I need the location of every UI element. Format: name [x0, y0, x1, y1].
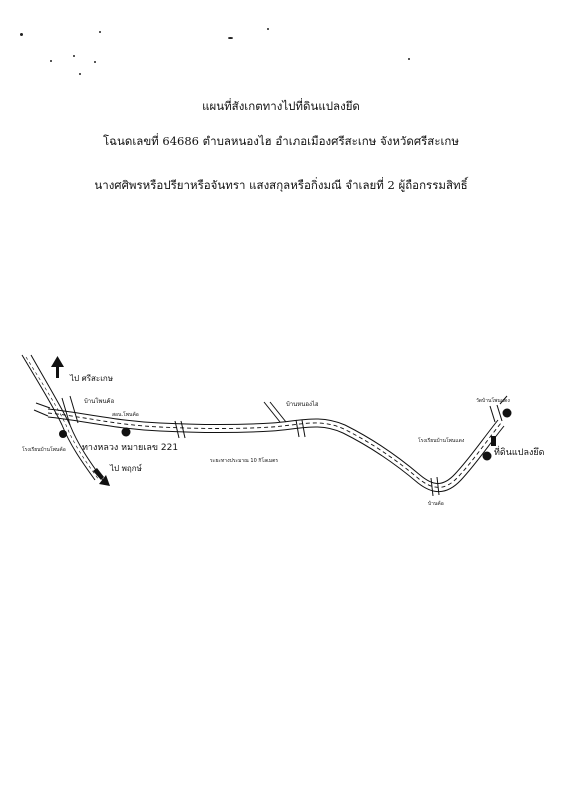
label-ban-kho: บ้านค้อ — [428, 501, 444, 507]
scan-speck — [228, 37, 233, 39]
label-distance: ระยะทางประมาณ 10 กิโลเมตร — [210, 458, 279, 464]
label-to-phrue: ไป พฤกษ์ — [110, 464, 142, 473]
right-landmark-icon — [482, 451, 492, 461]
scan-speck — [99, 31, 101, 33]
scan-speck — [94, 61, 96, 63]
scan-speck — [73, 55, 75, 57]
arrow-up-icon — [51, 356, 64, 378]
owner-info-line: นางศศิพรหรือปรียาหรือจันทรา แสงสกุลหรือก… — [94, 178, 468, 192]
scan-speck — [20, 33, 23, 36]
label-health-station: สอน.โพนค้อ — [112, 412, 139, 418]
label-seized-land: ที่ดินแปลงยึด — [494, 448, 545, 458]
school-landmark-icon — [59, 430, 67, 438]
seized-plot-icon — [491, 436, 496, 446]
label-school-right: โรงเรียนบ้านโพนแดง — [418, 438, 465, 444]
label-ban-phon-kho: บ้านโพนค้อ — [84, 398, 115, 405]
label-school-left: โรงเรียนบ้านโพนค้อ — [22, 447, 66, 453]
scan-speck — [79, 73, 81, 75]
label-temple: วัดบ้านโพนแดง — [476, 398, 510, 404]
health-station-landmark-icon — [121, 427, 131, 437]
arrow-down-right-icon — [93, 468, 110, 486]
scan-speck — [50, 60, 52, 62]
temple-landmark-icon — [502, 408, 512, 418]
deed-info-line: โฉนดเลขที่ 64686 ตำบลหนองไฮ อำเภอเมืองศร… — [103, 134, 459, 148]
label-to-sisaket: ไป ศรีสะเกษ — [70, 374, 114, 383]
map-title: แผนที่สังเกตทางไปที่ดินแปลงยึด — [202, 99, 360, 113]
scan-speck — [267, 28, 269, 30]
scan-speck — [408, 58, 410, 60]
label-ban-nong-hai: บ้านหนองไฮ — [286, 401, 319, 408]
label-highway: ทางหลวง หมายเลข 221 — [82, 443, 179, 453]
